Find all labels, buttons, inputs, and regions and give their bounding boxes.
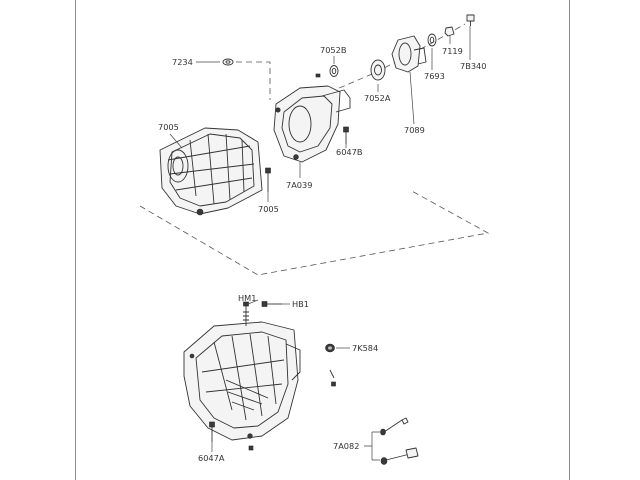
callout-hb1: HB1	[292, 299, 309, 309]
callout-7234: 7234	[172, 57, 193, 67]
callout-7089: 7089	[404, 125, 425, 135]
callout-7052b: 7052B	[320, 45, 347, 55]
callout-7005-housing: 7005	[158, 122, 179, 132]
bolt-hb1	[261, 301, 282, 307]
callout-6047a: 6047A	[198, 453, 225, 463]
washer-7693	[427, 33, 437, 47]
callout-7a082: 7A082	[333, 441, 359, 451]
assembly-dashed-outline	[139, 189, 490, 276]
bolt-6047a	[209, 421, 215, 442]
clip-7234	[222, 58, 234, 66]
seal-7052a	[370, 59, 386, 81]
lower-dowel-pin	[248, 445, 254, 451]
leader-lines	[169, 26, 471, 461]
axis-dashed-line	[329, 23, 466, 93]
bolt-6047b	[343, 126, 349, 144]
alignment-dashed-line	[236, 61, 271, 100]
plug-7b340	[466, 14, 475, 26]
callout-7052a: 7052A	[364, 93, 391, 103]
bolt-7005	[265, 167, 271, 192]
callout-7k584: 7K584	[352, 343, 378, 353]
callout-7119: 7119	[442, 46, 463, 56]
flange-7089	[391, 35, 427, 73]
dowel-pin	[329, 369, 336, 387]
diagram-frame	[75, 0, 570, 480]
nut-7119	[444, 26, 455, 37]
callout-7005-bolt: 7005	[258, 204, 279, 214]
shift-rod-7a082	[380, 417, 419, 465]
callout-7b340: 7B340	[460, 61, 486, 71]
transmission-case	[183, 321, 301, 441]
callout-7a039: 7A039	[286, 180, 312, 190]
callout-hm1: HM1	[238, 293, 256, 303]
callout-7693: 7693	[424, 71, 445, 81]
seal-7052b	[329, 65, 339, 77]
clutch-housing-7005	[159, 127, 263, 216]
small-pin	[315, 73, 321, 78]
stud-hm1	[243, 301, 249, 326]
plug-7k584	[325, 343, 335, 353]
callout-6047b: 6047B	[336, 147, 363, 157]
extension-housing-7a039	[273, 85, 351, 163]
